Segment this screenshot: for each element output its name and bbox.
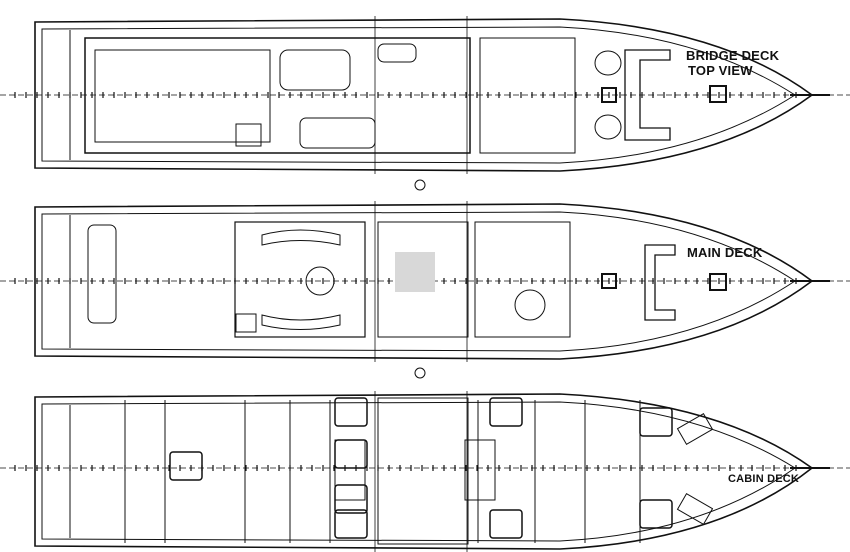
main-table — [305, 266, 335, 296]
bridge-windlass — [709, 85, 727, 103]
main-galley — [377, 221, 469, 338]
bridge-deck-area — [94, 49, 271, 143]
bridge-cushion — [594, 114, 622, 140]
cabin-stairs — [464, 439, 496, 501]
main-watermark — [395, 252, 435, 292]
main-stairs — [235, 313, 257, 333]
main-windlass — [709, 273, 727, 291]
bridge-stairs — [235, 123, 262, 147]
cabin-bed — [489, 509, 523, 539]
cabin-bed — [334, 397, 368, 427]
bridge-sun-deck — [84, 37, 471, 154]
main-saloon — [234, 221, 366, 338]
cabin-bunk — [676, 493, 714, 525]
cabin-bed — [334, 509, 368, 539]
bridge-seating-u — [624, 49, 671, 141]
cabin-stairs — [334, 439, 366, 501]
cabin-bed — [639, 407, 673, 437]
cabin-bed — [334, 484, 368, 514]
bridge-fore-deck — [479, 37, 576, 154]
main-sofa — [261, 314, 341, 330]
main-deck-label: MAIN DECK — [687, 245, 763, 260]
cabin-bed — [489, 397, 523, 427]
cabin-hull-outline — [34, 393, 814, 550]
bridge-bed — [377, 43, 417, 63]
cabin-bed — [639, 499, 673, 529]
main-sofa — [261, 229, 341, 246]
main-seating-u — [644, 244, 676, 321]
main-dining-table — [514, 289, 546, 321]
cabin-bed — [169, 451, 203, 481]
cabin-saloon — [377, 397, 469, 545]
bridge-deck-label: BRIDGE DECK — [686, 48, 780, 63]
main-dining — [474, 221, 571, 338]
cabin-bulwark — [41, 401, 796, 542]
cabin-deck-label: CABIN DECK — [728, 473, 800, 485]
bridge-sofa — [279, 49, 351, 91]
cabin-bunk — [676, 413, 714, 445]
bridge-mast — [414, 179, 426, 191]
bridge-cushion — [594, 50, 622, 76]
main-mast — [414, 367, 426, 379]
bridge-seat — [299, 117, 376, 149]
bridge-deck-sublabel: TOP VIEW — [688, 63, 753, 78]
main-aft-seat — [87, 224, 117, 324]
bridge-hatch — [601, 87, 617, 103]
main-hatch — [601, 273, 617, 289]
cabin-bed — [334, 439, 368, 469]
